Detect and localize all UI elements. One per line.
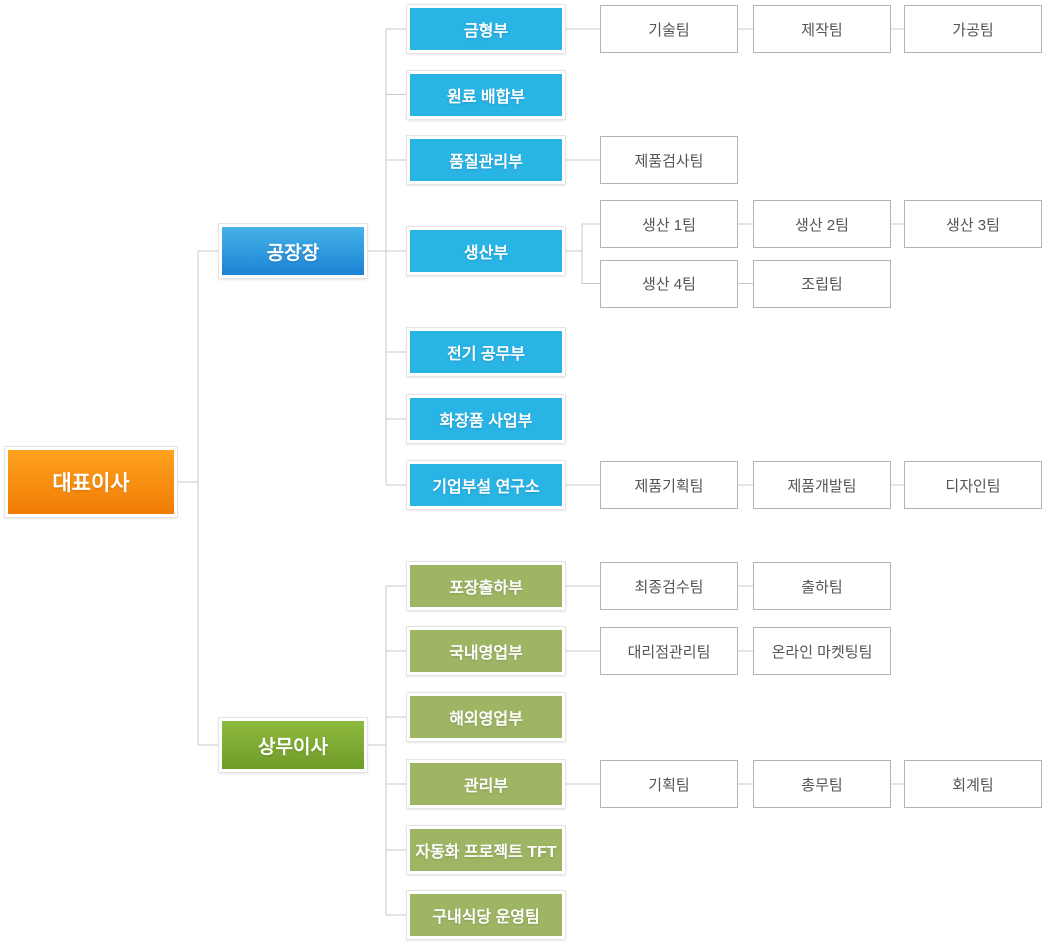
team-box: 최종검수팀 bbox=[600, 562, 738, 610]
dept-box: 생산부 bbox=[407, 227, 565, 275]
dept-box: 구내식당 운영팀 bbox=[407, 891, 565, 939]
dept-box: 화장품 사업부 bbox=[407, 395, 565, 443]
team-box: 생산 2팀 bbox=[753, 200, 891, 248]
team-box: 대리점관리팀 bbox=[600, 627, 738, 675]
dept-box: 국내영업부 bbox=[407, 627, 565, 675]
team-box: 생산 3팀 bbox=[904, 200, 1042, 248]
team-box: 디자인팀 bbox=[904, 461, 1042, 509]
managing-director-box: 상무이사 bbox=[219, 718, 367, 772]
team-box: 출하팀 bbox=[753, 562, 891, 610]
dept-box: 해외영업부 bbox=[407, 693, 565, 741]
team-box: 회계팀 bbox=[904, 760, 1042, 808]
dept-box: 포장출하부 bbox=[407, 562, 565, 610]
team-box: 기술팀 bbox=[600, 5, 738, 53]
dept-box: 관리부 bbox=[407, 760, 565, 808]
team-box: 가공팀 bbox=[904, 5, 1042, 53]
team-box: 기획팀 bbox=[600, 760, 738, 808]
team-box: 생산 4팀 bbox=[600, 259, 738, 308]
team-box: 제품검사팀 bbox=[600, 136, 738, 184]
team-box: 생산 1팀 bbox=[600, 200, 738, 248]
team-box: 제품개발팀 bbox=[753, 461, 891, 509]
team-box: 조립팀 bbox=[753, 259, 891, 308]
team-box: 제품기획팀 bbox=[600, 461, 738, 509]
team-box: 온라인 마켓팅팀 bbox=[753, 627, 891, 675]
team-box: 제작팀 bbox=[753, 5, 891, 53]
dept-box: 품질관리부 bbox=[407, 136, 565, 184]
dept-box: 원료 배합부 bbox=[407, 70, 565, 119]
dept-box: 전기 공무부 bbox=[407, 328, 565, 376]
factory-manager-box: 공장장 bbox=[219, 224, 367, 278]
dept-box: 금형부 bbox=[407, 5, 565, 53]
dept-box: 자동화 프로젝트 TFT bbox=[407, 826, 565, 874]
ceo-box: 대표이사 bbox=[5, 447, 177, 517]
dept-box: 기업부설 연구소 bbox=[407, 461, 565, 509]
team-box: 총무팀 bbox=[753, 760, 891, 808]
